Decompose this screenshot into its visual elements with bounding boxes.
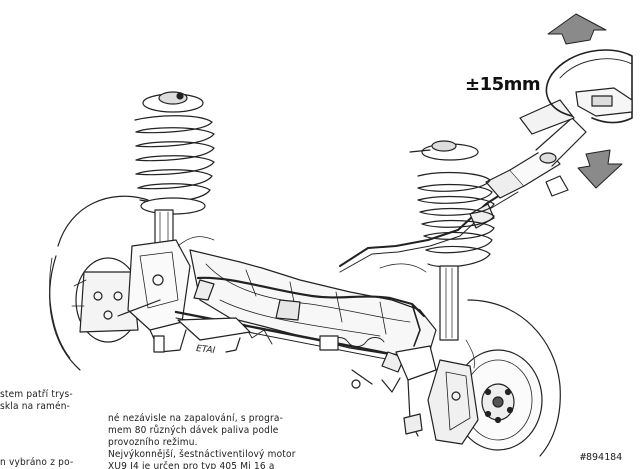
- left-lower-arm: [117, 299, 251, 353]
- left-knuckle: [127, 239, 191, 353]
- steering-wheel: [545, 49, 633, 124]
- right-coil-spring: [409, 140, 495, 341]
- body-text-line-5: XU9 J4 je určen pro typ 405 Mi 16 a: [108, 461, 275, 469]
- left-column-line-1: stem patří trys-: [0, 389, 73, 400]
- left-column-line-3: n vybráno z po-: [0, 457, 74, 468]
- steering-column: [339, 99, 587, 273]
- right-wheel: [427, 299, 561, 457]
- body-text-column: né nezávisle na zapalování, s progra- me…: [108, 413, 296, 469]
- artist-signature: ETAI: [195, 344, 216, 356]
- left-column-line-2: skla na ramén-: [0, 401, 71, 412]
- body-text-line-2: mem 80 různých dávek paliva podle: [108, 425, 279, 436]
- subframe: [189, 249, 437, 357]
- left-coil-spring: [134, 91, 215, 259]
- body-text-line-4: Nejvýkonnější, šestnáctiventilový motor: [108, 449, 296, 460]
- photo-id-watermark: #894184: [580, 452, 623, 463]
- anti-roll-bar: [196, 276, 426, 347]
- body-text-line-3: provozního režimu.: [108, 437, 198, 448]
- adjustment-arrows: [547, 13, 623, 189]
- left-wheel: [49, 195, 149, 371]
- travel-adjustment-label: ±15mm: [465, 74, 541, 95]
- body-text-line-1: né nezávisle na zapalování, s progra-: [108, 413, 284, 424]
- right-lower-arm: [351, 345, 437, 437]
- brake-lines: [177, 236, 475, 369]
